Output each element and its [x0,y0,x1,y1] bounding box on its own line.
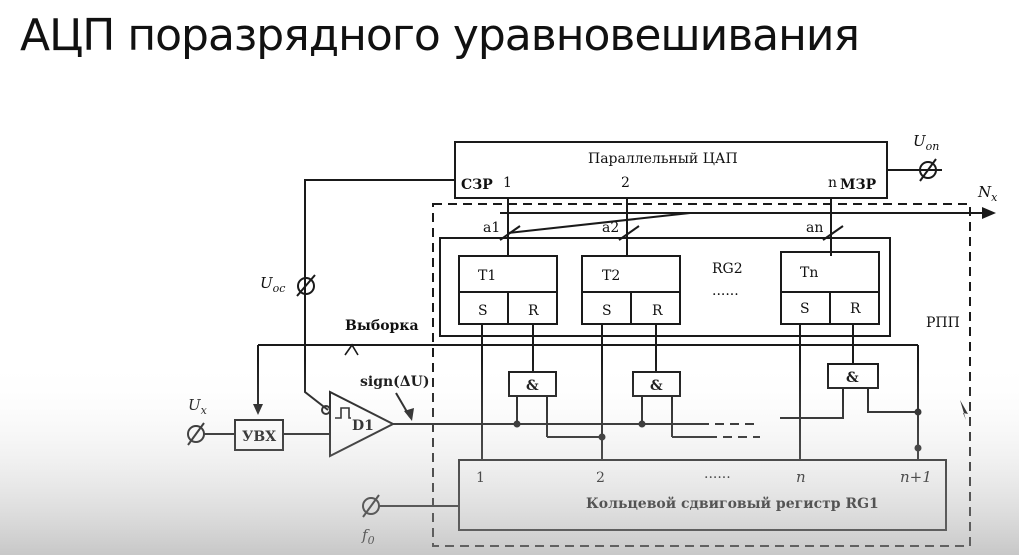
output-bus: Nx [500,183,998,219]
rg2-dots: ...... [712,283,739,299]
bus-taps: a1 a2 an [483,198,844,256]
and-gate-2: & [632,324,681,437]
and-gate-n: & [780,324,922,419]
parallel-dac: Параллельный ЦАП СЗР 1 2 n МЗР [454,141,888,199]
u-x-terminal: Ux [187,396,235,446]
sha-label: УВХ [242,429,276,445]
trigger-t1-r: R [528,303,539,319]
and-gate-n-label: & [846,370,859,386]
clock-input: f0 [361,494,459,547]
trigger-tn: Tn S R [780,251,880,325]
u-ref-label: Uоп [913,132,939,153]
sample-hold-block: УВХ [234,419,330,451]
comparator-d1: D1 sign(ΔU) [321,374,760,458]
and-gate-2-label: & [650,378,663,394]
trigger-t1: T1 S R [458,255,558,325]
dac-msb-label: МЗР [840,177,877,193]
rg1-tap-1: 1 [476,470,485,486]
rg2-label: RG2 [712,261,743,277]
dac-pin-2: 2 [621,175,630,191]
output-label: Nx [977,183,998,204]
sample-label: Выборка [345,318,419,334]
trigger-t2-s: S [602,303,612,319]
rg1-tap-n-plus-1: n+1 [900,468,932,486]
trigger-tn-r: R [850,301,861,317]
trigger-tn-label: Tn [800,265,818,281]
trigger-tn-s: S [800,301,810,317]
u-fb-label: Uос [260,274,285,295]
rpp-label: РПП [926,315,960,331]
dac-pin-n: n [828,175,837,191]
trigger-t2-label: T2 [602,268,620,284]
trigger-t1-s: S [478,303,488,319]
u-ref-terminal: Uоп [887,132,942,182]
rg1-label: Кольцевой сдвиговый регистр RG1 [586,495,879,512]
comparator-label: D1 [352,418,374,434]
f0-label: f0 [361,526,375,547]
bus-label-an: an [806,220,823,236]
ring-register-rg1: 1 2 ...... n n+1 Кольцевой сдвиговый рег… [458,459,947,531]
dac-pin-1: 1 [503,175,512,191]
rg1-tap-n: n [796,468,806,486]
rg1-dots: ...... [704,466,731,482]
page-title: АЦП поразрядного уравновешивания [20,10,860,61]
cursor-icon [960,400,968,420]
trigger-t2: T2 S R [581,255,681,325]
rg1-tap-2: 2 [596,470,605,486]
sign-label: sign(ΔU) [360,374,430,390]
u-x-label: Ux [188,396,208,417]
and-gate-1: & [508,324,557,437]
trigger-t1-label: T1 [478,268,496,284]
bus-label-a2: a2 [602,220,619,236]
and-gate-1-label: & [526,378,539,394]
trigger-t2-r: R [652,303,663,319]
dac-label: Параллельный ЦАП [588,151,738,167]
bus-label-a1: a1 [483,220,500,236]
dac-lsb-label: СЗР [461,177,493,193]
register-rg2: RG2 ...... [439,237,891,337]
